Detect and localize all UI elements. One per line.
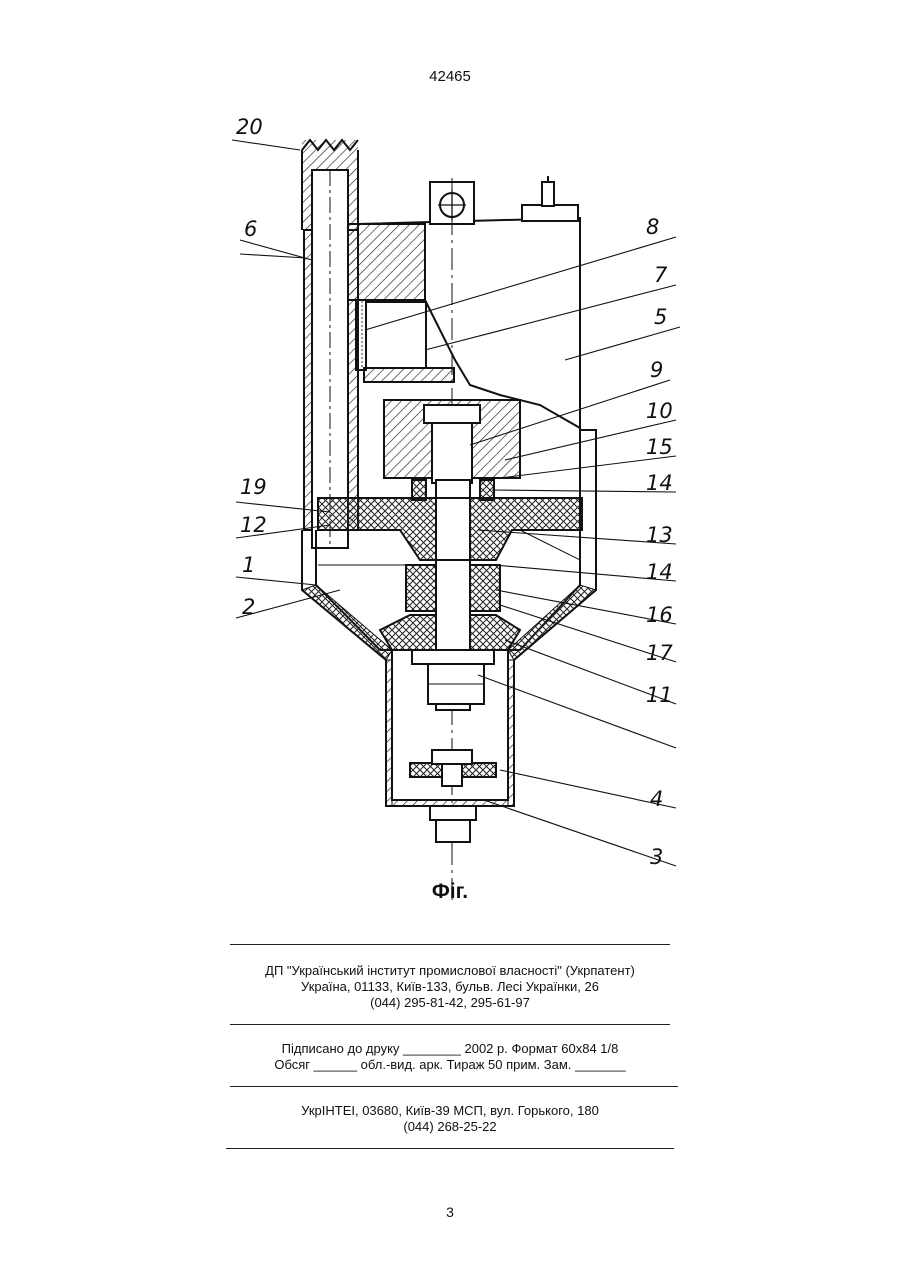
callout-17: 17 — [646, 641, 673, 665]
rule-bottom — [226, 1148, 674, 1149]
printer-block: УкрІНТЕІ, 03680, Київ-39 МСП, вул. Горьк… — [0, 1103, 900, 1135]
drawing-svg: 20 6 8 7 5 9 10 15 14 19 12 13 1 14 2 16… — [0, 0, 900, 900]
rule-lower — [230, 1086, 678, 1087]
print-signed-line: Підписано до друку ________ 2002 р. Форм… — [0, 1041, 900, 1057]
washer-4 — [410, 750, 496, 842]
callout-2: 2 — [242, 595, 255, 619]
publisher-phone: (044) 295-81-42, 295-61-97 — [0, 995, 900, 1011]
callout-10: 10 — [646, 399, 673, 423]
callout-13: 13 — [646, 523, 673, 547]
figure-caption: Фіг. — [0, 880, 900, 904]
plate-12 — [318, 498, 582, 560]
callout-6: 6 — [244, 217, 257, 241]
callout-15: 15 — [646, 435, 673, 459]
callout-16: 16 — [646, 603, 673, 627]
publisher-address: Україна, 01133, Київ-133, бульв. Лесі Ук… — [0, 979, 900, 995]
print-volume-line: Обсяг ______ обл.-вид. арк. Тираж 50 при… — [0, 1057, 900, 1073]
publisher-name: ДП "Український інститут промислової вла… — [0, 963, 900, 979]
callout-9: 9 — [650, 358, 663, 382]
callout-4: 4 — [650, 787, 663, 811]
rule-top — [230, 944, 670, 945]
callout-7: 7 — [654, 263, 668, 287]
callout-3: 3 — [650, 845, 663, 869]
tube-6 — [302, 140, 358, 548]
armature-10 — [384, 400, 520, 483]
technical-drawing: 20 6 8 7 5 9 10 15 14 19 12 13 1 14 2 16… — [0, 0, 900, 900]
callout-8: 8 — [646, 215, 659, 239]
page-number: 3 — [0, 1204, 900, 1220]
callout-1: 1 — [242, 553, 255, 577]
nut-11 — [428, 664, 484, 704]
callout-11: 11 — [646, 683, 673, 707]
print-block: Підписано до друку ________ 2002 р. Форм… — [0, 1041, 900, 1073]
callout-20: 20 — [236, 115, 263, 139]
printer-address: УкрІНТЕІ, 03680, Київ-39 МСП, вул. Горьк… — [0, 1103, 900, 1119]
callout-5: 5 — [654, 305, 667, 329]
printer-phone: (044) 268-25-22 — [0, 1119, 900, 1135]
rule-middle — [230, 1024, 670, 1025]
publisher-block: ДП "Український інститут промислової вла… — [0, 963, 900, 1011]
block-7 — [356, 300, 454, 382]
callout-14-upper: 14 — [646, 471, 673, 495]
callout-12: 12 — [240, 513, 267, 537]
callout-14-lower: 14 — [646, 560, 673, 584]
callout-19: 19 — [240, 475, 267, 499]
